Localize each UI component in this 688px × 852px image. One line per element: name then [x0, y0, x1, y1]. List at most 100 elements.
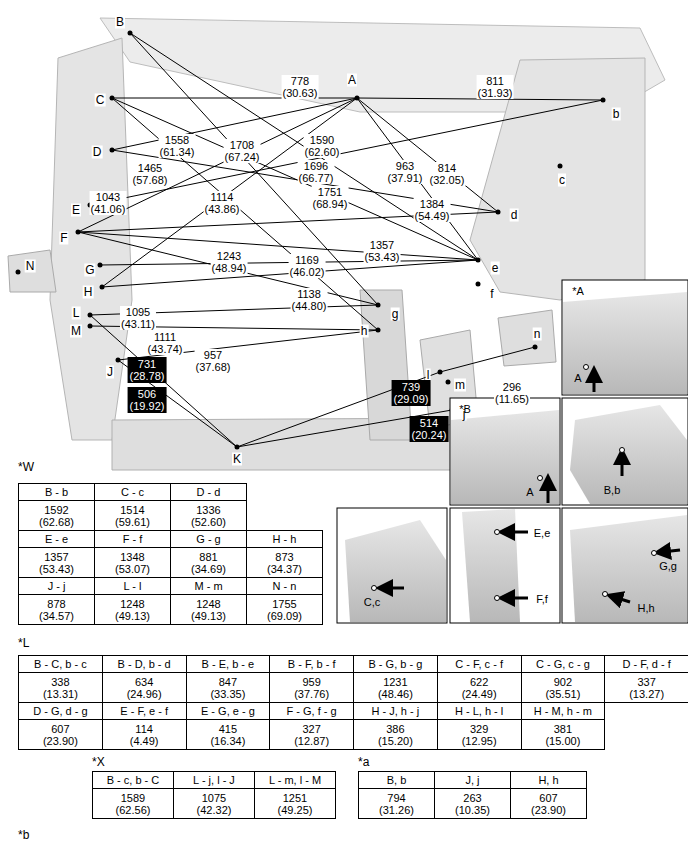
- header-cell: B - D, b - d: [102, 655, 187, 673]
- header-cell: B - c, b - C: [92, 771, 174, 789]
- header-cell: E - e: [18, 530, 95, 548]
- dimension-line: [78, 232, 478, 260]
- point-letter: b: [612, 108, 621, 121]
- cell-value: 1589 (62.56): [116, 792, 151, 816]
- point-letter: c: [558, 174, 566, 187]
- pointer-arrow-group: [384, 374, 680, 602]
- detail-panel: [337, 508, 447, 623]
- panel-label: F,f: [536, 593, 548, 605]
- header-cell: G - g: [170, 530, 247, 548]
- dimension-line: [118, 330, 378, 360]
- dimension-value: 1708 (67.24): [224, 139, 261, 163]
- header-cell: C - G, c - g: [521, 655, 606, 673]
- header-cell: E - F, e - f: [102, 702, 187, 720]
- point-letter: e: [491, 262, 500, 275]
- panel-label: B,b: [604, 484, 621, 496]
- header-cell: J, j: [434, 771, 511, 789]
- pointer-arrow: [593, 374, 596, 392]
- cell-header: H - L, h - l: [455, 705, 503, 717]
- cell-value: 1755 (69.09): [267, 598, 302, 622]
- point-letter: G: [84, 264, 95, 277]
- measure-point: [98, 263, 103, 268]
- pointer-arrow: [621, 456, 624, 476]
- cell-header: J, j: [465, 774, 479, 786]
- cell-value: 1348 (53.07): [115, 551, 150, 575]
- dimension-line: [357, 98, 478, 260]
- dimension-value: 1111 (43.74): [147, 331, 184, 355]
- highlighted-dimension: 506 (19.92): [128, 387, 167, 413]
- header-cell: H - M, h - m: [521, 702, 606, 720]
- cell-value: 847 (33.35): [210, 676, 245, 700]
- cell-value: 873 (34.37): [267, 551, 302, 575]
- highlighted-dimension: 739 (29.09): [392, 380, 431, 406]
- table-heading: *W: [18, 460, 34, 474]
- cell-header: E - G, e - g: [201, 705, 255, 717]
- cell-header: F - f: [123, 533, 143, 545]
- header-cell: C - c: [94, 483, 171, 501]
- measure-point: [538, 476, 543, 481]
- value-cell: 959 (37.76): [269, 672, 354, 703]
- cell-value: 607 (23.90): [531, 792, 566, 816]
- value-cell: 381 (15.00): [521, 719, 606, 750]
- cell-value: 1357 (53.43): [39, 551, 74, 575]
- detail-panel: [563, 292, 687, 394]
- cell-value: 607 (23.90): [43, 723, 78, 747]
- value-cell: 1357 (53.43): [18, 547, 95, 578]
- measure-point: [100, 285, 105, 290]
- pointer-arrow: [614, 597, 630, 602]
- panel-label: A: [526, 486, 533, 498]
- detail-panel: [570, 515, 687, 622]
- header-cell: B, b: [358, 771, 435, 789]
- measure-point: [476, 258, 481, 263]
- value-cell: 415 (16.34): [186, 719, 271, 750]
- value-cell: 873 (34.37): [246, 547, 323, 578]
- cell-value: 386 (15.20): [378, 723, 413, 747]
- point-letter: g: [391, 308, 400, 321]
- measure-point: [16, 270, 21, 275]
- dimension-value: 1590 (62.60): [304, 134, 341, 158]
- measure-point: [601, 98, 606, 103]
- cell-header: H, h: [538, 774, 558, 786]
- measure-point: [235, 445, 240, 450]
- header-cell: N - n: [246, 577, 323, 595]
- cell-header: M - m: [194, 580, 222, 592]
- cell-header: C - G, c - g: [536, 658, 590, 670]
- header-cell: H - h: [246, 530, 323, 548]
- header-cell: D - F, d - f: [604, 655, 688, 673]
- dimension-value: 1696 (66.77): [298, 160, 335, 184]
- cell-header: J - j: [48, 580, 66, 592]
- measure-point: [446, 380, 451, 385]
- panel-tag: *B: [459, 403, 471, 415]
- measure-point: [88, 313, 93, 318]
- detail-panel: [451, 410, 559, 504]
- value-cell: 607 (23.90): [18, 719, 103, 750]
- body-panel: [360, 290, 412, 440]
- highlighted-dimension: 731 (28.78): [128, 357, 167, 383]
- cell-value: 881 (34.69): [191, 551, 226, 575]
- point-letter: M: [70, 325, 82, 338]
- panel-label: A: [574, 372, 581, 384]
- dimension-value: 814 (32.05): [429, 162, 466, 186]
- cell-header: E - F, e - f: [120, 705, 168, 717]
- cell-value: 1251 (49.25): [278, 792, 313, 816]
- value-cell: 1336 (52.60): [170, 500, 247, 531]
- measure-point: [376, 328, 381, 333]
- measure-point: [558, 164, 563, 169]
- measure-point: [496, 210, 501, 215]
- header-cell: H, h: [510, 771, 587, 789]
- cell-header: L - m, l - M: [269, 774, 321, 786]
- cell-header: B - F, b - f: [288, 658, 336, 670]
- value-cell: 1075 (42.32): [173, 788, 255, 819]
- value-cell: 1248 (49.13): [170, 594, 247, 625]
- dimension-value: 1114 (43.86): [204, 191, 241, 215]
- point-letter: D: [92, 146, 103, 159]
- point-letter: f: [489, 288, 494, 301]
- cell-header: G - g: [196, 533, 220, 545]
- measure-point: [476, 282, 481, 287]
- measure-point: [355, 96, 360, 101]
- pointer-arrow: [506, 531, 528, 534]
- dimension-line: [237, 410, 452, 447]
- measure-point: [116, 358, 121, 363]
- cell-value: 1514 (59.61): [115, 504, 150, 528]
